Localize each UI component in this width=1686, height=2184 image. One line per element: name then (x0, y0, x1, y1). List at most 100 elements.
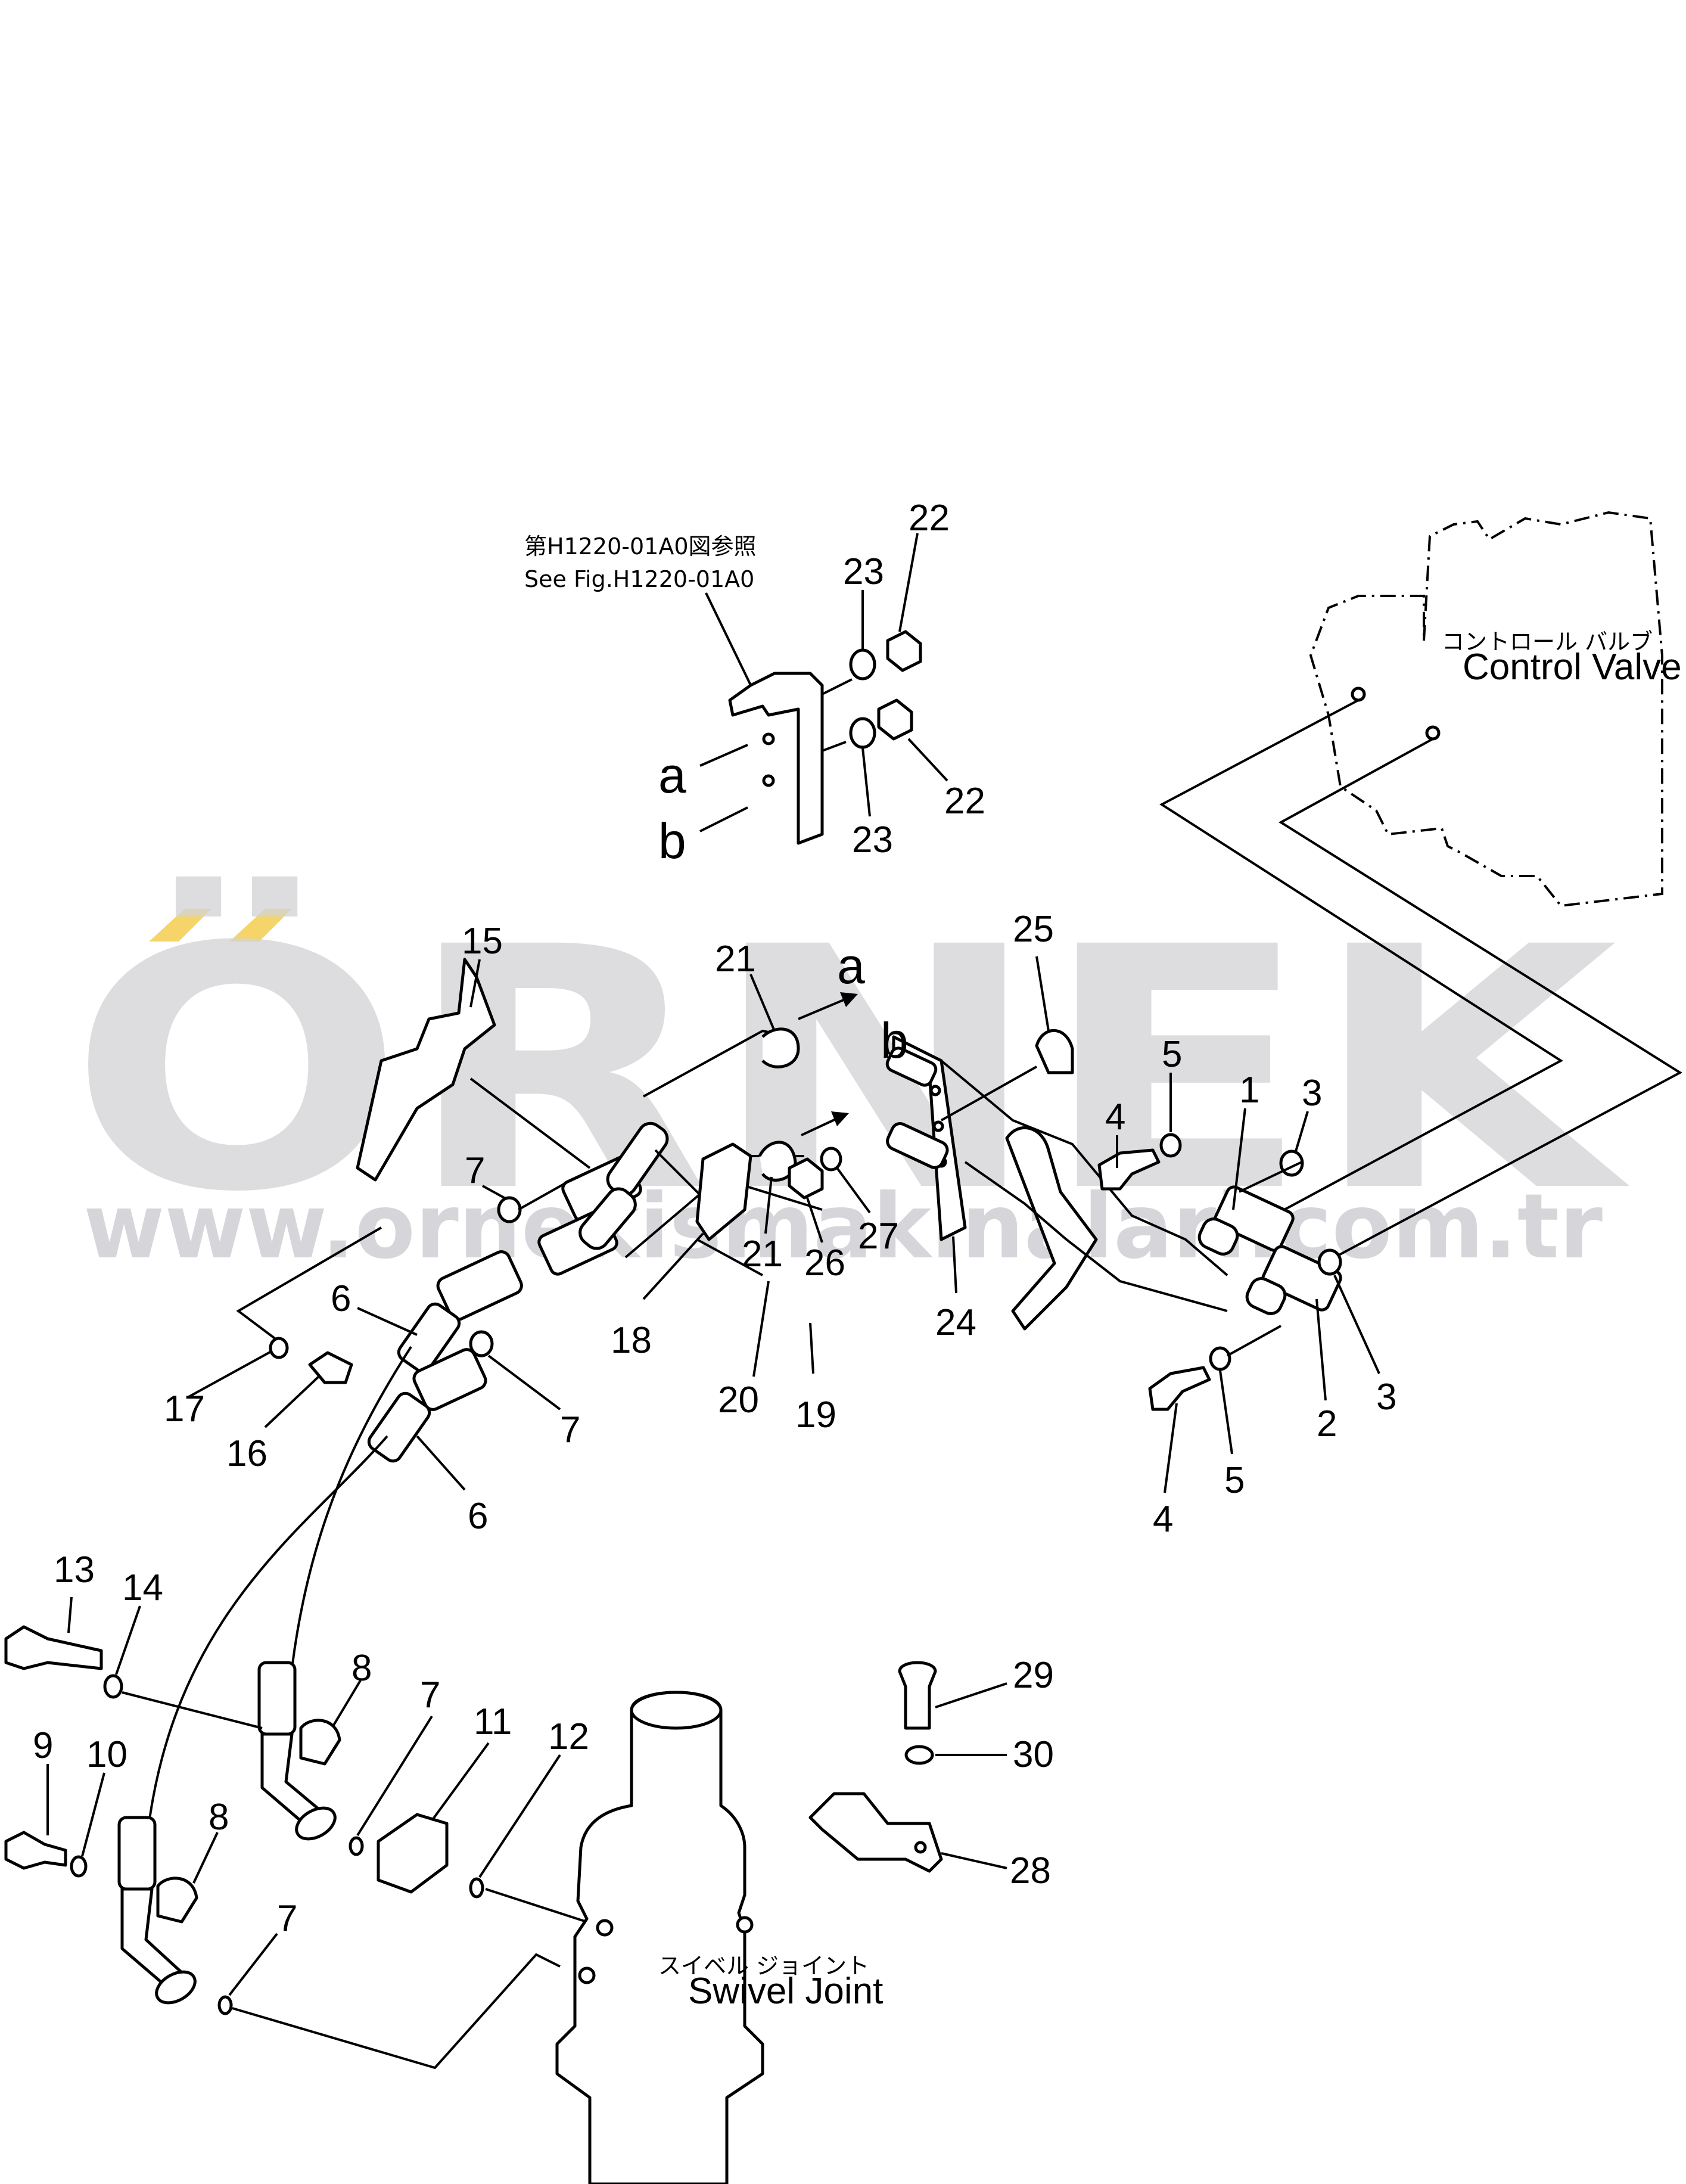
label-12: 12 (548, 1716, 589, 1757)
hose-end-8-lower (117, 1816, 157, 1891)
leader-6-upper (357, 1307, 418, 1336)
leader-22-top (898, 533, 919, 632)
pipe-clamp-24-lower (886, 1122, 949, 1169)
label-5-upper: 5 (1162, 1034, 1182, 1075)
flange-2-stem (1245, 1277, 1287, 1315)
leader-10 (81, 1772, 105, 1857)
washer-14 (103, 1674, 123, 1699)
reference-note-jp: 第H1220-01A0図参照 (524, 533, 757, 560)
arrow-a-head (840, 992, 858, 1007)
label-28: 28 (1010, 1850, 1051, 1891)
label-10: 10 (86, 1734, 127, 1775)
label-22-bottom: 22 (944, 781, 985, 822)
part-number-labels: 22 23 22 23 15 21 21 26 27 24 25 4 5 1 3… (33, 498, 1396, 1939)
leader-3-lower (1333, 1275, 1380, 1374)
nut-22-upper (886, 630, 922, 672)
hose-fitting-6-lower (367, 1391, 431, 1463)
control-valve-label-jp: コントロール バルブ (1442, 629, 1653, 655)
label-14: 14 (122, 1567, 163, 1608)
leader-26 (806, 1197, 823, 1243)
flange-1-stem (1197, 1217, 1239, 1256)
bracket-28-group (808, 1661, 1007, 1873)
o-ring-12-line (485, 1888, 596, 1926)
u-bolt-21-upper (761, 1027, 800, 1068)
watermark-accent-right (229, 909, 292, 942)
arrow-a-top (699, 744, 748, 767)
label-19: 19 (795, 1394, 836, 1436)
bolt-9 (4, 1831, 67, 1870)
left-hoses (4, 1182, 596, 2070)
leader-8-upper (332, 1679, 362, 1726)
reference-leader (705, 592, 755, 692)
mounting-bracket (728, 672, 824, 845)
swivel-port-1 (596, 1919, 614, 1937)
valve-port-upper (1351, 686, 1366, 702)
flange-lower-pipe (578, 1187, 637, 1250)
clamp-18-bolt-line (696, 1238, 763, 1276)
swivel-joint-top (630, 1691, 723, 1730)
label-9: 9 (33, 1725, 53, 1766)
swivel-joint-label-en: Swivel Joint (688, 1971, 883, 2012)
line-15-flange (469, 1077, 591, 1169)
swivel-port-3 (736, 1916, 754, 1934)
label-4-upper: 4 (1105, 1096, 1125, 1138)
split-flange-8-upper (295, 1806, 337, 1841)
washer-30 (904, 1745, 934, 1765)
swivel-port-2 (578, 1966, 596, 1984)
label-7-small: 7 (420, 1674, 440, 1716)
washer-5-lower-line (1227, 1325, 1281, 1357)
washer-5-lower (1209, 1346, 1231, 1371)
o-ring-12 (469, 1877, 484, 1899)
leader-15 (469, 959, 481, 1008)
label-20: 20 (718, 1380, 759, 1421)
label-7-mid: 7 (560, 1409, 580, 1450)
bracket-15 (356, 958, 496, 1182)
washer-23-lower (849, 717, 876, 749)
right-flanges (1097, 1133, 1342, 1411)
label-7-bottom: 7 (277, 1898, 297, 1939)
control-valve: コントロール バルブ Control Valve (1159, 511, 1682, 1259)
half-flange-8-lower (156, 1877, 198, 1924)
leader-21-upper (749, 974, 776, 1032)
leader-lines (46, 533, 1380, 1996)
label-25: 25 (1013, 909, 1054, 950)
label-1: 1 (1239, 1070, 1259, 1111)
label-3-lower: 3 (1376, 1377, 1396, 1418)
o-ring-7-mid (469, 1330, 494, 1357)
label-6-upper: 6 (331, 1278, 351, 1319)
watermark-accent-left (149, 909, 211, 942)
label-23-bottom: 23 (852, 819, 893, 860)
mark-b-top: b (658, 813, 686, 869)
label-24: 24 (935, 1302, 976, 1343)
u-bolt-25-line (941, 1065, 1037, 1121)
leader-7-bottom (228, 1933, 278, 1996)
split-flange-8-lower (155, 1970, 197, 2005)
label-22-top: 22 (909, 498, 950, 539)
leader-16 (264, 1375, 320, 1428)
clamp-18 (695, 1142, 752, 1241)
leader-1 (1232, 1108, 1246, 1210)
hose-run-lower (148, 1435, 388, 1824)
label-21-upper: 21 (715, 939, 756, 980)
swivel-joint: スイベル ジョイント Swivel Joint (555, 1691, 883, 2184)
label-23-top: 23 (843, 551, 884, 592)
u-bolt-25 (1035, 1029, 1074, 1074)
leader-12 (478, 1754, 561, 1878)
leader-24 (952, 1236, 957, 1294)
leader-2 (1315, 1298, 1327, 1401)
label-27: 27 (858, 1216, 899, 1257)
swivel-joint-label-jp: スイベル ジョイント (658, 1953, 869, 1979)
bolt-13-line (122, 1691, 263, 1729)
label-8-upper: 8 (351, 1648, 372, 1689)
leader-3-upper (1295, 1111, 1309, 1152)
leader-8-lower (192, 1832, 219, 1884)
label-2: 2 (1317, 1403, 1337, 1444)
bolt-13 (4, 1625, 103, 1670)
washer-17 (269, 1337, 289, 1359)
central-assembly (236, 958, 1228, 1348)
leader-13 (67, 1596, 73, 1633)
pipe-clamp-24-upper (885, 1046, 938, 1087)
label-15: 15 (462, 921, 503, 962)
hose-clamp-plate (1005, 1126, 1098, 1331)
